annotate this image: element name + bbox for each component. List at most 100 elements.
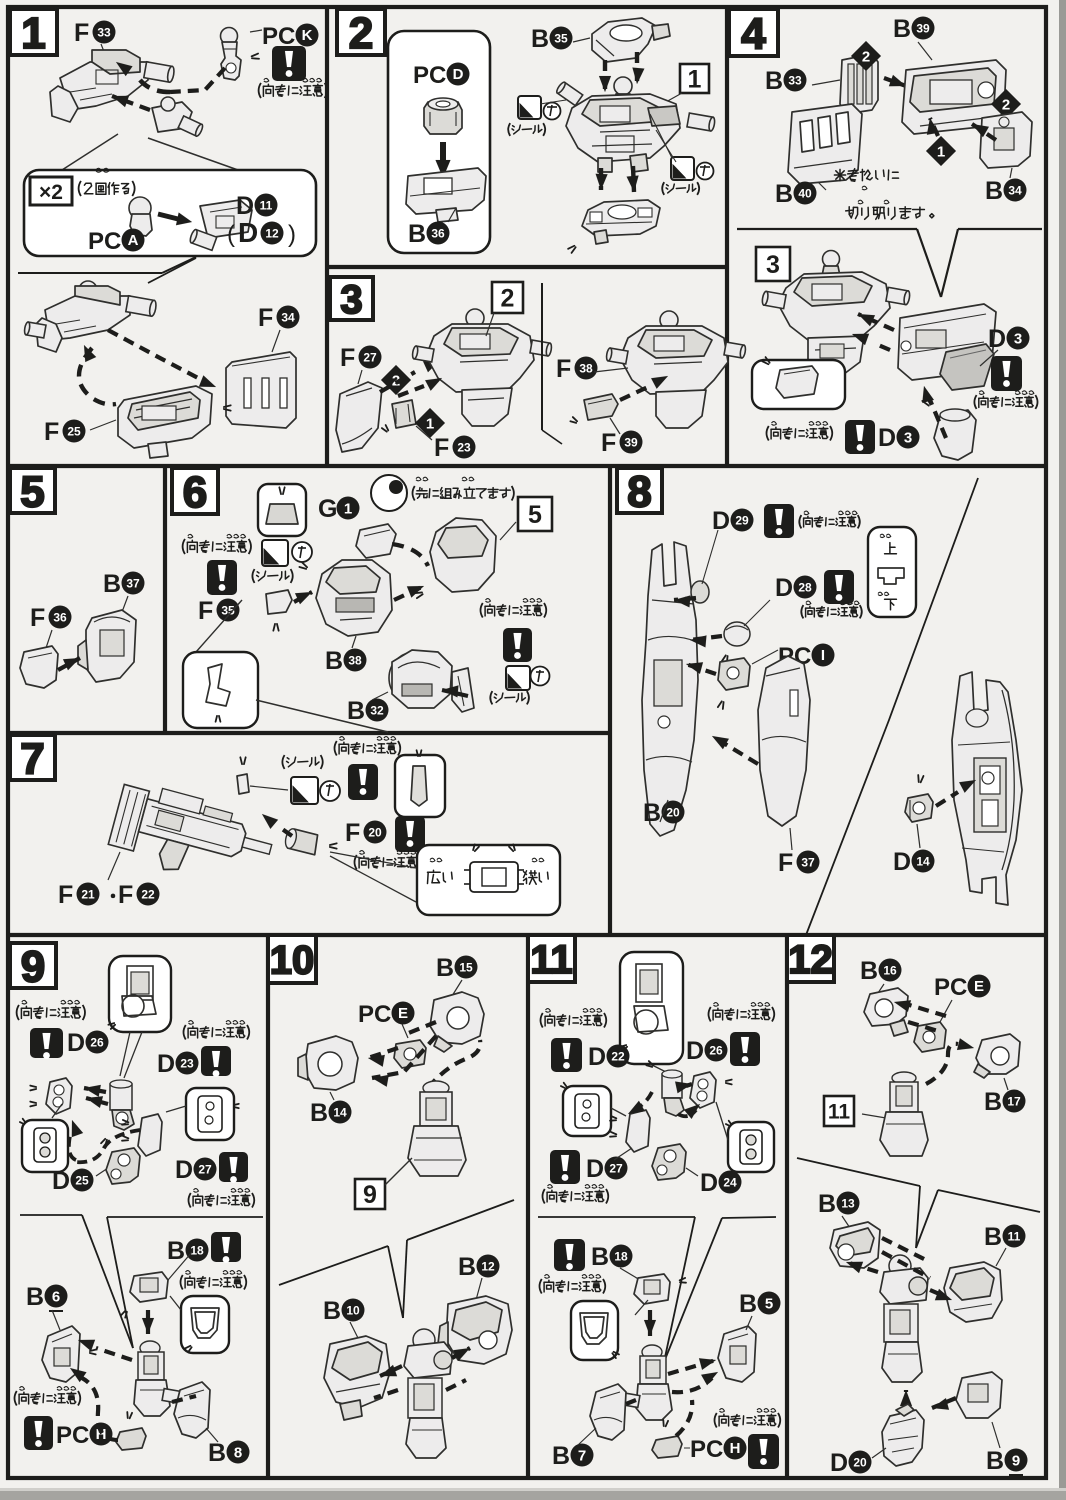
svg-text:20: 20 <box>368 825 382 839</box>
svg-text:10: 10 <box>270 938 315 982</box>
svg-text:D: D <box>893 848 911 876</box>
svg-text:B: B <box>458 1253 476 1281</box>
svg-text:11: 11 <box>828 1101 851 1124</box>
svg-text:5: 5 <box>528 501 542 529</box>
svg-text:B: B <box>893 15 911 43</box>
svg-text:1: 1 <box>344 500 352 517</box>
svg-text:1: 1 <box>937 144 945 161</box>
svg-text:5: 5 <box>20 467 44 516</box>
svg-text:26: 26 <box>90 1035 104 1049</box>
svg-text:39: 39 <box>916 21 930 35</box>
svg-text:12: 12 <box>481 1259 495 1273</box>
svg-text:PC: PC <box>934 974 967 1001</box>
svg-text:3: 3 <box>340 278 362 322</box>
svg-text:F: F <box>434 434 449 462</box>
svg-text:3: 3 <box>1014 330 1022 347</box>
svg-text:16: 16 <box>883 963 897 977</box>
svg-text:6: 6 <box>183 468 207 517</box>
svg-text:F: F <box>30 604 45 632</box>
svg-text:D: D <box>175 1156 193 1184</box>
svg-text:B: B <box>984 1223 1002 1251</box>
svg-text:PC: PC <box>88 228 121 255</box>
svg-text:27: 27 <box>609 1161 623 1175</box>
svg-text:11: 11 <box>1008 1229 1021 1243</box>
svg-text:D: D <box>453 66 464 83</box>
svg-text:40: 40 <box>798 186 812 200</box>
svg-text:9: 9 <box>1012 1452 1020 1469</box>
svg-text:B: B <box>167 1237 185 1265</box>
svg-text:12: 12 <box>265 226 279 240</box>
svg-text:D: D <box>712 507 730 535</box>
svg-text:D: D <box>588 1043 606 1071</box>
svg-text:5: 5 <box>765 1295 773 1312</box>
svg-text:F: F <box>556 355 571 383</box>
svg-text:1: 1 <box>426 416 434 433</box>
svg-text:14: 14 <box>916 854 930 868</box>
svg-text:13: 13 <box>841 1196 855 1210</box>
svg-text:E: E <box>974 978 984 995</box>
svg-text:B: B <box>984 1088 1002 1116</box>
svg-text:23: 23 <box>457 440 471 454</box>
svg-text:15: 15 <box>459 960 473 974</box>
svg-text:H: H <box>730 1440 741 1457</box>
svg-text:2: 2 <box>862 49 870 66</box>
svg-text:2: 2 <box>1002 97 1010 114</box>
svg-text:B: B <box>208 1439 226 1467</box>
svg-text:8: 8 <box>234 1444 242 1461</box>
svg-text:2: 2 <box>501 285 515 313</box>
svg-text:24: 24 <box>723 1175 737 1189</box>
svg-text:PC: PC <box>56 1422 89 1449</box>
svg-text:22: 22 <box>141 887 155 901</box>
svg-text:34: 34 <box>1008 183 1022 197</box>
svg-text:36: 36 <box>431 226 445 240</box>
svg-text:PC: PC <box>262 23 295 50</box>
svg-text:F: F <box>118 881 133 909</box>
svg-text:D: D <box>686 1037 704 1065</box>
svg-text:18: 18 <box>190 1243 204 1257</box>
svg-text:×2: ×2 <box>39 181 63 204</box>
svg-text:1: 1 <box>21 9 45 58</box>
svg-text:H: H <box>96 1426 107 1443</box>
svg-text:F: F <box>258 304 273 332</box>
svg-text:・: ・ <box>104 887 122 907</box>
svg-text:8: 8 <box>627 467 651 516</box>
svg-text:F: F <box>601 429 616 457</box>
svg-text:36: 36 <box>53 610 67 624</box>
svg-text:D: D <box>878 424 896 452</box>
svg-text:3: 3 <box>904 429 912 446</box>
svg-text:22: 22 <box>611 1049 625 1063</box>
svg-text:25: 25 <box>75 1173 89 1187</box>
svg-text:G: G <box>318 495 337 523</box>
svg-text:B: B <box>860 957 878 985</box>
svg-text:D: D <box>67 1029 85 1057</box>
svg-text:PC: PC <box>358 1001 391 1028</box>
svg-text:39: 39 <box>624 435 638 449</box>
svg-text:B: B <box>26 1283 44 1311</box>
svg-text:F: F <box>58 881 73 909</box>
svg-text:28: 28 <box>798 580 812 594</box>
svg-text:B: B <box>818 1190 836 1218</box>
svg-text:35: 35 <box>554 31 568 45</box>
svg-text:B: B <box>325 647 343 675</box>
svg-text:2: 2 <box>349 9 373 58</box>
svg-text:I: I <box>821 647 825 664</box>
svg-text:23: 23 <box>180 1056 194 1070</box>
svg-text:11: 11 <box>530 938 572 982</box>
svg-text:D: D <box>586 1155 604 1183</box>
svg-text:20: 20 <box>853 1455 867 1469</box>
svg-text:PC: PC <box>690 1436 723 1463</box>
svg-text:32: 32 <box>370 703 384 717</box>
svg-text:7: 7 <box>578 1447 586 1464</box>
svg-text:E: E <box>398 1005 408 1022</box>
svg-text:B: B <box>986 1447 1004 1475</box>
svg-text:21: 21 <box>81 887 95 901</box>
svg-text:33: 33 <box>97 25 111 39</box>
svg-text:F: F <box>198 597 213 625</box>
svg-text:B: B <box>323 1297 341 1325</box>
svg-text:37: 37 <box>801 855 815 869</box>
svg-text:10: 10 <box>346 1303 360 1317</box>
svg-text:D: D <box>988 325 1006 353</box>
svg-text:6: 6 <box>52 1288 60 1305</box>
svg-text:B: B <box>643 799 661 827</box>
svg-text:26: 26 <box>709 1043 723 1057</box>
